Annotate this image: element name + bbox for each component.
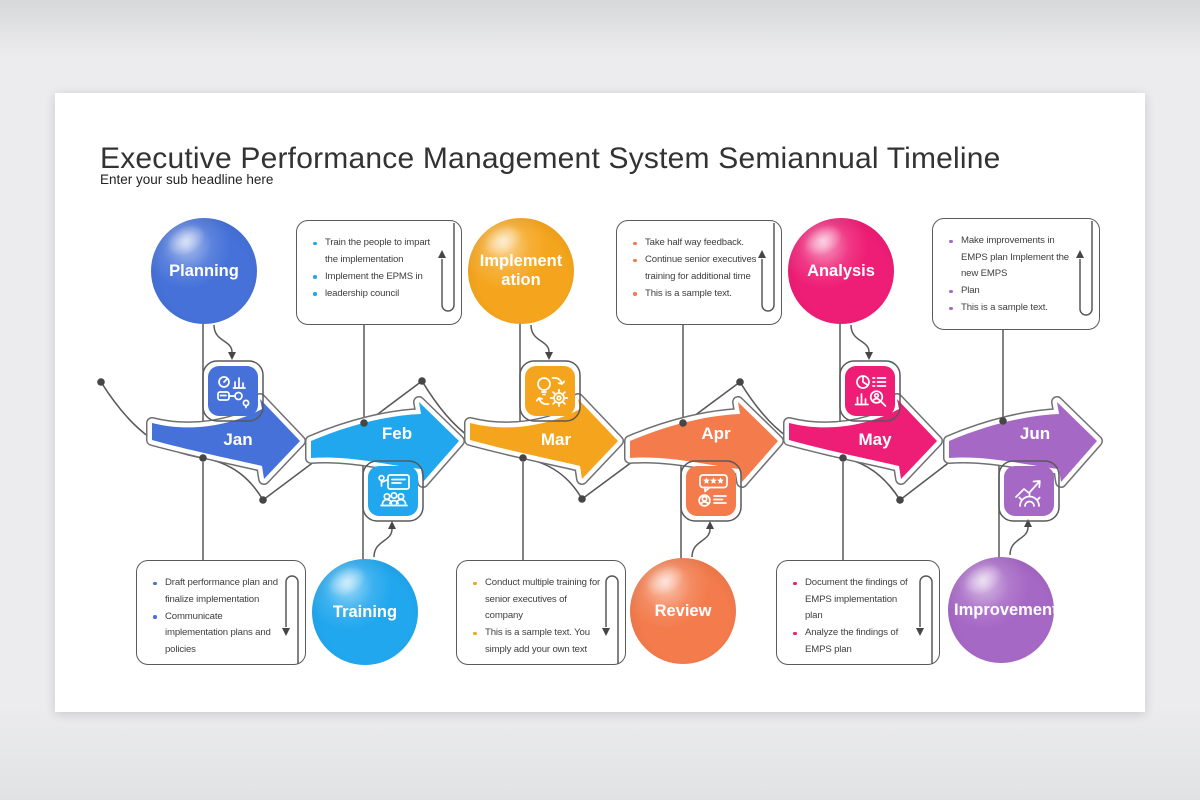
note-item: This is a sample text. [945, 300, 1069, 317]
note-item: Conduct multiple training for senior exe… [469, 575, 601, 625]
bullet-dot [473, 631, 477, 636]
phase-circle-improvement: Improvement [948, 557, 1058, 663]
bullet-dot [949, 239, 953, 244]
note-item: Draft performance plan and finalize impl… [149, 575, 281, 608]
phase-label: Review [654, 601, 712, 620]
arrow-apr [624, 396, 784, 488]
bullet-dot [153, 615, 157, 619]
phase-circle-planning: Planning [151, 218, 257, 324]
note-tail-lines [202, 325, 1004, 561]
hairpin-connector [758, 223, 775, 312]
bullet-dot [313, 292, 317, 296]
hairpin-connector [1076, 221, 1093, 316]
notes-feb-box: Train the people to impart the implement… [296, 220, 462, 325]
month-label-jun: Jun [1019, 424, 1051, 443]
month-label-jan: Jan [223, 430, 253, 449]
arrow-feb [305, 396, 465, 488]
notes-may-box: Document the findings of EMPS implementa… [776, 560, 940, 665]
bullet-dot [633, 292, 637, 296]
note-item: This is a sample text. You simply add yo… [469, 625, 601, 658]
bullet-dot [473, 581, 477, 586]
hairpin-connector [282, 575, 299, 664]
note-item: Communicate implementation plans and pol… [149, 609, 281, 659]
plan-icon [202, 360, 264, 422]
implementation-icon [519, 360, 581, 422]
phase-label: Analysis [807, 261, 875, 280]
phase-label: Training [332, 602, 398, 621]
arrow-mar [464, 393, 624, 485]
notes-jun-box: Make improvements in EMPS plan Implement… [932, 218, 1100, 330]
phase-circle-review: Review [630, 558, 736, 664]
bullet-dot [949, 289, 953, 294]
note-item: Implement the EPMS in [309, 269, 437, 286]
phase-label: Planning [169, 261, 239, 280]
notes-mar-box: Conduct multiple training for senior exe… [456, 560, 626, 665]
analysis-icon [839, 360, 901, 422]
month-label-mar: Mar [540, 430, 572, 449]
phase-circle-analysis: Analysis [788, 218, 894, 324]
note-item: This is a sample text. [629, 286, 757, 303]
notes-jan-box: Draft performance plan and finalize impl… [136, 560, 306, 665]
phase-label: Improvement [954, 600, 1058, 619]
note-item: Plan [945, 283, 1069, 300]
page-title: Executive Performance Management System … [100, 142, 1001, 176]
arrow-may [783, 393, 943, 485]
bullet-dot [313, 275, 317, 279]
hairpin-connector [916, 575, 933, 664]
month-label-feb: Feb [381, 424, 413, 443]
bullet-dot [153, 581, 157, 586]
month-label-apr: Apr [701, 424, 731, 443]
phase-circle-training: Training [312, 559, 418, 665]
note-item: Continue senior executives training for … [629, 252, 757, 285]
note-item: leadership council [309, 286, 437, 303]
bullet-dot [793, 631, 797, 636]
page-subtitle: Enter your sub headline here [100, 172, 274, 187]
note-item: Analyze the findings of EMPS plan [789, 625, 915, 658]
note-item: Take half way feedback. [629, 235, 757, 252]
note-item: Train the people to impart the implement… [309, 235, 437, 268]
bullet-dot [949, 306, 953, 311]
bullet-dot [313, 241, 317, 246]
hairpin-connector [602, 575, 619, 664]
arrow-jun [943, 396, 1103, 488]
bullet-dot [793, 581, 797, 586]
bullet-dot [633, 258, 637, 263]
notes-apr-box: Take half way feedback. Continue senior … [616, 220, 782, 325]
note-item: Make improvements in EMPS plan Implement… [945, 233, 1069, 283]
improvement-icon [998, 460, 1060, 522]
note-item: Document the findings of EMPS implementa… [789, 575, 915, 625]
phase-circle-implementation: Implementation [468, 218, 574, 324]
thread-dots [97, 377, 1007, 504]
phase-label: Implementation [479, 252, 563, 289]
training-icon [362, 460, 424, 522]
review-icon [680, 460, 742, 522]
bullet-dot [633, 241, 637, 246]
month-label-may: May [858, 430, 892, 449]
arrow-jan [146, 393, 306, 485]
hairpin-connector [438, 223, 455, 312]
